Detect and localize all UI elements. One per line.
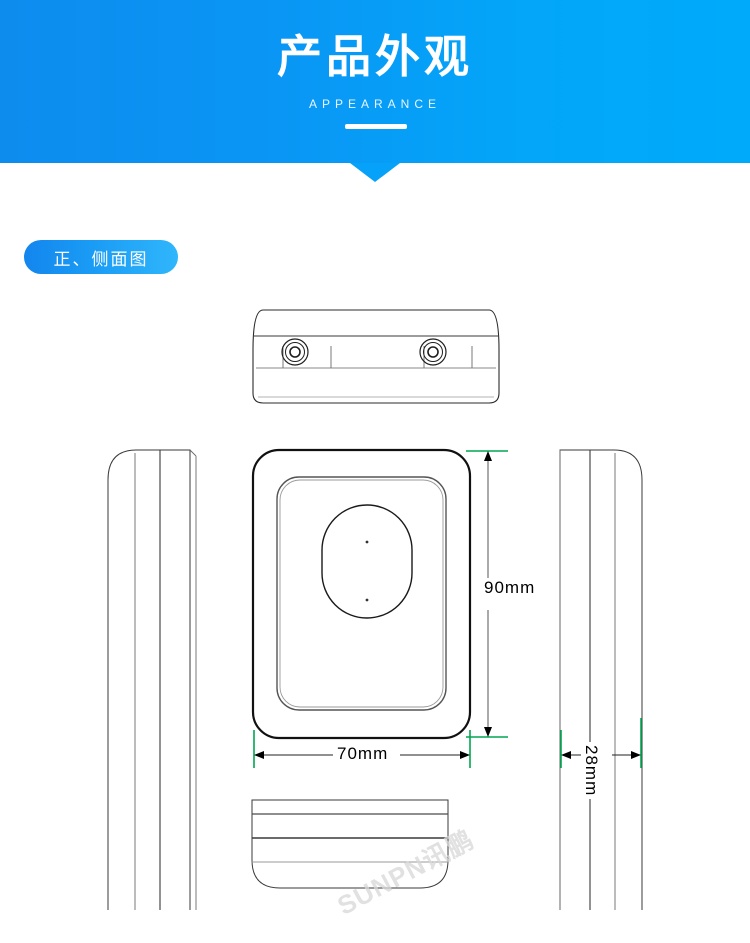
- product-drawing: SUNPN讯鹏: [0, 290, 750, 921]
- section-badge-label: 正、侧面图: [53, 249, 149, 269]
- dimension-depth-28mm: [560, 718, 642, 768]
- section-badge: 正、侧面图: [24, 240, 178, 274]
- screw-hole-right: [419, 338, 447, 366]
- header-divider: [345, 124, 407, 129]
- drawing-canvas: [107, 309, 643, 910]
- page-title: 产品外观: [276, 31, 473, 82]
- dimension-height-90mm: [466, 450, 508, 738]
- capsule-button: [321, 504, 413, 619]
- dimension-label-height: 90mm: [484, 578, 536, 597]
- left-side-view: [107, 449, 197, 910]
- indicator-dot-top: [365, 540, 369, 544]
- front-view: [251, 448, 472, 740]
- dimension-label-depth: 28mm: [581, 742, 601, 800]
- header-arrow-icon: [350, 163, 400, 182]
- right-side-view: [559, 449, 643, 910]
- dimension-label-width: 70mm: [333, 744, 393, 764]
- dimension-width-70mm: [253, 730, 471, 768]
- top-view: [252, 309, 500, 404]
- page-subtitle: APPEARANCE: [308, 97, 442, 111]
- bottom-view: [251, 799, 449, 889]
- page-header: 产品外观 APPEARANCE: [0, 0, 750, 163]
- indicator-dot-bottom: [365, 598, 369, 602]
- screw-hole-left: [281, 338, 309, 366]
